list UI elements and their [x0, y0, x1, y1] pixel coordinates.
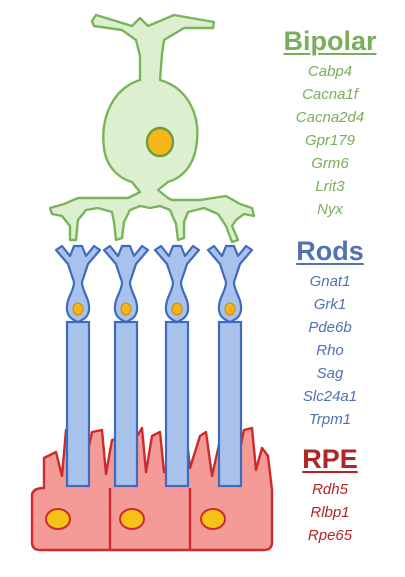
legend-rpe-gene-list: Rdh5 Rlbp1 Rpe65: [262, 478, 398, 547]
gene-label: Rlbp1: [310, 504, 350, 521]
gene-label: Grm6: [311, 155, 349, 172]
legend-rods-gene-list: Gnat1 Grk1 Pde6b Rho Sag Slc24a1 Trpm1: [262, 270, 398, 431]
rod-inner-segment: [153, 244, 201, 324]
gene-label: Cacna1f: [302, 86, 358, 103]
legend-bipolar-title: Bipolar: [283, 26, 377, 56]
bipolar-nucleus: [145, 126, 175, 158]
rod-photoreceptor: [102, 244, 150, 488]
bipolar-cell: [48, 13, 256, 244]
legend-rpe-title: RPE: [302, 444, 358, 474]
rpe-layer: [30, 424, 274, 552]
rod-photoreceptor: [153, 244, 201, 488]
rod-outer-segment: [65, 320, 91, 488]
rod-photoreceptor: [54, 244, 102, 488]
gene-label: Rdh5: [312, 481, 348, 498]
legend-rods-title: Rods: [296, 236, 364, 266]
rod-photoreceptor: [206, 244, 254, 488]
rod-nucleus: [72, 302, 84, 316]
gene-label: Cabp4: [307, 63, 353, 80]
bipolar-cell-body: [48, 13, 256, 244]
rpe-nucleus: [45, 508, 71, 530]
rod-outer-segment: [164, 320, 190, 488]
gene-label: Gpr179: [304, 132, 356, 149]
rod-outer-segment: [217, 320, 243, 488]
legend-bipolar-gene-list: Cabp4 Cacna1f Cacna2d4 Gpr179 Grm6 Lrit3…: [262, 60, 398, 221]
legend-bipolar: Bipolar Cabp4 Cacna1f Cacna2d4 Gpr179 Gr…: [262, 26, 398, 221]
gene-label: Sag: [316, 365, 344, 382]
legend-rpe: RPE Rdh5 Rlbp1 Rpe65: [262, 444, 398, 547]
gene-label: Rho: [316, 342, 344, 359]
rod-inner-segment: [54, 244, 102, 324]
rod-outer-segment: [113, 320, 139, 488]
rod-inner-segment: [206, 244, 254, 324]
rpe-nucleus: [119, 508, 145, 530]
gene-label: Cacna2d4: [295, 109, 365, 126]
gene-label: Slc24a1: [302, 388, 358, 405]
gene-label: Pde6b: [308, 319, 352, 336]
rod-inner-segment: [102, 244, 150, 324]
gene-label: Gnat1: [309, 273, 351, 290]
rpe-nucleus: [200, 508, 226, 530]
gene-label: Nyx: [317, 201, 343, 218]
gene-label: Grk1: [313, 296, 347, 313]
legend-rods: Rods Gnat1 Grk1 Pde6b Rho Sag Slc24a1 Tr…: [262, 236, 398, 431]
gene-label: Lrit3: [315, 178, 345, 195]
rod-layer: [54, 244, 254, 488]
gene-label: Trpm1: [308, 411, 352, 428]
gene-label: Rpe65: [307, 527, 353, 544]
rod-nucleus: [120, 302, 132, 316]
rod-nucleus: [171, 302, 183, 316]
rod-nucleus: [224, 302, 236, 316]
